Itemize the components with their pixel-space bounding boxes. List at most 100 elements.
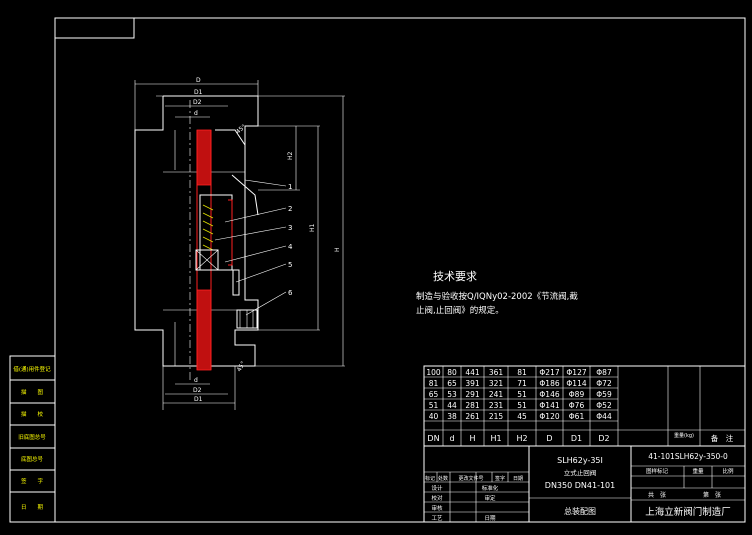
table-cell: 71: [517, 379, 527, 388]
table-cell: Φ141: [539, 401, 559, 410]
rev-col-docno: 更改文件号: [458, 475, 483, 482]
table-cell: 40: [429, 412, 439, 421]
table-cell: 391: [465, 379, 480, 388]
table-cell: 321: [489, 379, 504, 388]
table-header-cell: H1: [490, 434, 501, 443]
table-cell: 231: [489, 401, 504, 410]
label-standardization: 标准化: [482, 484, 499, 492]
table-cell: Φ217: [539, 368, 559, 377]
table-cell: 38: [447, 412, 457, 421]
dim-H: H: [334, 247, 341, 252]
callout-2: 2: [288, 205, 292, 213]
product-spec: DN350 DN41-101: [545, 481, 615, 490]
strip-label-1: 描 图: [21, 388, 44, 396]
table-cell: Φ87: [596, 368, 612, 377]
table-cell: Φ61: [569, 412, 585, 421]
callout-4: 4: [288, 243, 293, 251]
company-name: 上海立新阀门制造厂: [645, 506, 731, 518]
table-cell: 53: [447, 390, 457, 399]
table-cell: Φ146: [539, 390, 559, 399]
strip-label-6: 日 期: [21, 504, 44, 511]
title-block-grid: [423, 445, 746, 523]
table-cell: 44: [447, 401, 457, 410]
table-cell: 441: [465, 368, 480, 377]
dim-D-top: D: [196, 77, 201, 84]
table-cell: 261: [465, 412, 480, 421]
table-header-cell: H2: [516, 434, 527, 443]
table-cell: 241: [489, 390, 504, 399]
callout-6: 6: [288, 289, 293, 297]
strip-label-0: 借(通)用件登记: [13, 365, 51, 373]
corner-box: [54, 17, 135, 39]
label-approval: 审定: [484, 494, 496, 502]
label-stage: 图样标记: [646, 467, 669, 475]
table-cell: 81: [517, 368, 527, 377]
table-cell: 281: [465, 401, 480, 410]
strip-label-2: 描 校: [21, 410, 44, 418]
callout-1: 1: [288, 183, 292, 191]
table-cell: 100: [426, 368, 441, 377]
remark-header: 备 注: [711, 433, 734, 443]
dim-H1: H1: [309, 223, 316, 232]
table-cell: 81: [429, 379, 439, 388]
valve-drawing: D D1 D2 d 45° d D2 D1 45° H2 H1 H: [134, 77, 345, 410]
dim-d-bottom: d: [194, 377, 198, 384]
table-header-cell: DN: [427, 434, 439, 443]
label-sheet-no: 第 张: [703, 491, 721, 499]
tech-requirements-line2: 止阀,止回阀》的规定。: [416, 305, 504, 316]
strip-label-4: 底图总号: [21, 455, 44, 463]
table-header-cell: d: [449, 434, 454, 443]
product-name: 立式止回阀: [564, 468, 597, 477]
rev-col-count: 处数: [438, 475, 448, 482]
table-cell: Φ186: [539, 379, 559, 388]
table-cell: Φ59: [596, 390, 612, 399]
tech-requirements-line1: 制造与验收按Q/IQNy02-2002《节流阀,截: [416, 291, 578, 302]
table-cell: Φ89: [569, 390, 585, 399]
table-cell: 361: [489, 368, 504, 377]
table-cell: 65: [429, 390, 439, 399]
callout-5: 5: [288, 261, 292, 269]
label-date: 日期: [484, 515, 496, 522]
hatch-bottom: [196, 289, 212, 371]
role-review: 审核: [431, 504, 443, 512]
strip-label-5: 签 字: [21, 477, 44, 485]
drawing-number: 41-101SLH62y-350-0: [648, 452, 728, 461]
table-cell: 51: [517, 390, 527, 399]
dim-D2-top: D2: [193, 99, 202, 106]
dim-D2-bottom: D2: [193, 387, 202, 394]
left-record-strip: [9, 355, 56, 523]
table-cell: Φ114: [566, 379, 586, 388]
weight-header: 重量(kg): [674, 432, 694, 439]
table-cell: 291: [465, 390, 480, 399]
label-weight: 重量: [692, 467, 704, 475]
table-header-cell: D1: [571, 434, 582, 443]
table-cell: Φ72: [596, 379, 612, 388]
dim-D1-top: D1: [194, 89, 203, 96]
role-design: 设计: [431, 484, 443, 492]
dimension-table-grid: [423, 365, 746, 447]
dim-angle-bottom: 45°: [236, 360, 247, 373]
table-cell: 51: [517, 401, 527, 410]
label-scale: 比例: [722, 467, 734, 475]
table-header-cell: D2: [598, 434, 609, 443]
label-sheets-total: 共 张: [648, 491, 666, 499]
hatch-top: [196, 129, 212, 186]
tech-requirements-title: 技术要求: [433, 270, 477, 283]
dim-D1-bottom: D1: [194, 396, 203, 403]
rev-col-date: 日期: [513, 476, 523, 482]
dim-d-top: d: [194, 110, 198, 117]
table-header-cell: D: [546, 434, 552, 443]
table-cell: 51: [429, 401, 439, 410]
product-model: SLH62y-35I: [557, 456, 603, 465]
rev-col-sign: 签字: [495, 475, 505, 482]
rev-col-mark: 标记: [425, 475, 435, 482]
table-header-cell: H: [469, 434, 475, 443]
table-cell: 215: [489, 412, 504, 421]
table-cell: 65: [447, 379, 457, 388]
strip-label-3: 旧底图总号: [18, 433, 46, 441]
drawing-frame: [54, 17, 746, 523]
callout-3: 3: [288, 224, 292, 232]
table-cell: Φ127: [566, 368, 586, 377]
